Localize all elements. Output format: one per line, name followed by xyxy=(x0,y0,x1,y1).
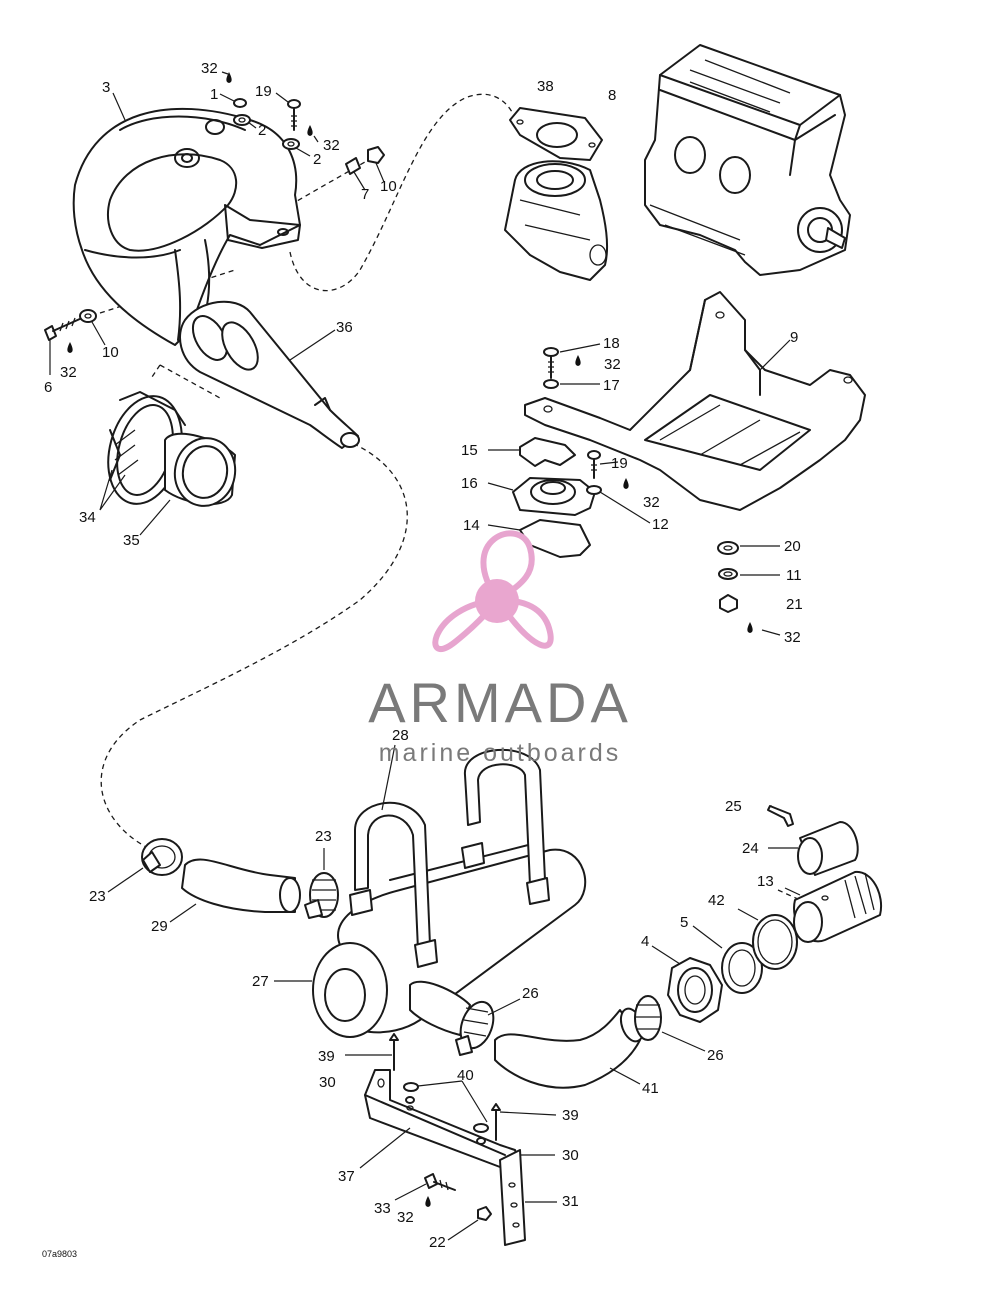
muffler xyxy=(312,841,587,1038)
exhaust-gasket xyxy=(509,107,603,161)
callout-5: 5 xyxy=(680,914,688,931)
callout-2: 2 xyxy=(258,122,266,139)
callout-23: 23 xyxy=(315,828,332,845)
routing-line-cone-to-muffler xyxy=(100,439,408,849)
callout-labels: 3 32 1 2 19 32 2 7 10 38 8 10 6 32 36 34… xyxy=(44,60,803,1251)
callout-10: 10 xyxy=(102,344,119,361)
callout-39: 39 xyxy=(562,1107,579,1124)
callout-42: 42 xyxy=(708,892,725,909)
callout-10: 10 xyxy=(380,178,397,195)
callout-19: 19 xyxy=(611,455,628,472)
watermark-subtitle: marine outboards xyxy=(379,739,622,767)
callout-30: 30 xyxy=(319,1074,336,1091)
callout-37: 37 xyxy=(338,1168,355,1185)
bracket-hardware xyxy=(389,1033,501,1221)
muffler-straps xyxy=(349,749,550,968)
exhaust-manifold xyxy=(72,107,301,346)
exhaust-cone xyxy=(179,300,360,449)
callout-26: 26 xyxy=(707,1047,724,1064)
routing-line-manifold-to-engine xyxy=(289,93,513,292)
inlet-hose xyxy=(181,858,301,913)
drawing-code: 07a9803 xyxy=(42,1249,77,1259)
callout-2: 2 xyxy=(313,151,321,168)
callout-6: 6 xyxy=(44,379,52,396)
callout-32: 32 xyxy=(784,629,801,646)
callout-19: 19 xyxy=(255,83,272,100)
callout-12: 12 xyxy=(652,516,669,533)
callout-7: 7 xyxy=(361,186,369,203)
routing-line-manifold-to-cone xyxy=(99,269,236,314)
callout-1: 1 xyxy=(210,86,218,103)
watermark-title: ARMADA xyxy=(368,671,632,734)
muffler-bracket xyxy=(364,1069,526,1246)
hose-clamps-23 xyxy=(141,838,339,919)
callout-30: 30 xyxy=(562,1147,579,1164)
callout-32: 32 xyxy=(604,356,621,373)
callout-11: 11 xyxy=(786,567,802,584)
callout-31: 31 xyxy=(562,1193,579,1210)
callout-29: 29 xyxy=(151,918,168,935)
washer-stack xyxy=(717,541,753,633)
propeller-icon xyxy=(432,530,554,652)
callout-33: 33 xyxy=(374,1200,391,1217)
hardware-manifold-top xyxy=(44,72,385,353)
callout-8: 8 xyxy=(608,87,616,104)
callout-35: 35 xyxy=(123,532,140,549)
callout-26: 26 xyxy=(522,985,539,1002)
outlet-fittings xyxy=(667,805,883,1023)
callout-16: 16 xyxy=(461,475,478,492)
rubber-sleeve xyxy=(164,432,237,507)
callout-40: 40 xyxy=(457,1067,474,1084)
callout-32: 32 xyxy=(201,60,218,77)
callout-32: 32 xyxy=(60,364,77,381)
callout-27: 27 xyxy=(252,973,269,990)
callout-4: 4 xyxy=(641,933,649,950)
callout-3: 3 xyxy=(102,79,110,96)
callout-36: 36 xyxy=(336,319,353,336)
callout-34: 34 xyxy=(79,509,96,526)
callout-17: 17 xyxy=(603,377,620,394)
callout-24: 24 xyxy=(742,840,759,857)
leader-lines xyxy=(49,71,801,1241)
clamp-assembly xyxy=(107,391,186,505)
callout-32: 32 xyxy=(397,1209,414,1226)
outlet-hose xyxy=(409,980,645,1089)
callout-20: 20 xyxy=(784,538,801,555)
callout-38: 38 xyxy=(537,78,554,95)
callout-21: 21 xyxy=(786,596,803,613)
hose-clamps-26 xyxy=(455,995,662,1056)
callout-18: 18 xyxy=(603,335,620,352)
engine xyxy=(644,44,851,276)
mount-hardware xyxy=(512,347,629,558)
engine-support xyxy=(524,291,866,511)
armada-watermark: ARMADA marine outboards xyxy=(368,530,632,767)
callout-32: 32 xyxy=(643,494,660,511)
routing-line-clamp xyxy=(149,364,221,399)
callout-14: 14 xyxy=(463,517,480,534)
callout-13: 13 xyxy=(757,873,774,890)
callout-22: 22 xyxy=(429,1234,446,1251)
callout-23: 23 xyxy=(89,888,106,905)
callout-9: 9 xyxy=(790,329,798,346)
callout-39: 39 xyxy=(318,1048,335,1065)
callout-25: 25 xyxy=(725,798,742,815)
callout-15: 15 xyxy=(461,442,478,459)
exhaust-adapter xyxy=(504,160,609,281)
callout-41: 41 xyxy=(642,1080,659,1097)
callout-28: 28 xyxy=(392,727,409,744)
callout-32: 32 xyxy=(323,137,340,154)
